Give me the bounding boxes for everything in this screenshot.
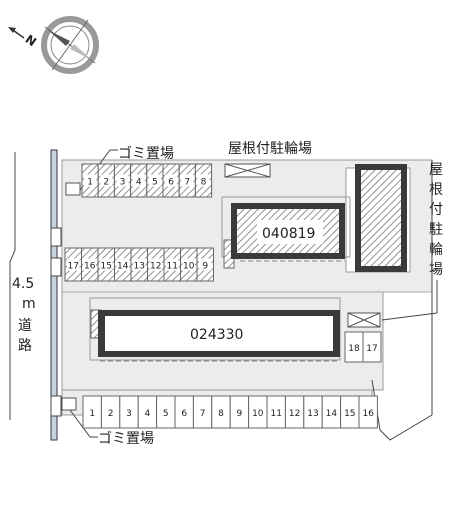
road-name-2: 路 <box>18 338 32 354</box>
parking-middle-number: 9 <box>202 262 208 272</box>
garbage-top-label: ゴミ置場 <box>118 145 174 162</box>
north-label: N <box>23 32 39 49</box>
parking-side-number: 18 <box>348 344 360 354</box>
bike-parking-right-label: 屋 根 付 駐 輪 場 <box>381 162 443 321</box>
parking-bottom-number: 2 <box>108 409 114 419</box>
parking-middle-number: 11 <box>167 262 178 272</box>
parking-bottom-number: 6 <box>181 409 187 419</box>
parking-middle-number: 14 <box>117 262 129 272</box>
parking-middle-number: 13 <box>134 262 145 272</box>
parking-top-label-bg <box>197 174 210 187</box>
parking-middle-label-bg <box>133 258 146 271</box>
parking-top-label-bg <box>116 174 129 187</box>
parking-top-number: 3 <box>120 178 126 188</box>
road-unit: m <box>22 296 36 312</box>
building-040819: 040819 <box>221 196 351 269</box>
site-boundary-wall <box>50 149 62 441</box>
parking-top-number: 2 <box>103 178 109 188</box>
parking-top-number: 8 <box>201 178 207 188</box>
bike-right-char-2: 根 <box>429 182 443 198</box>
parking-side-space <box>362 331 382 363</box>
parking-middle-number: 12 <box>150 262 161 272</box>
parking-bottom-number: 13 <box>307 409 318 419</box>
parking-bottom-number: 7 <box>200 409 206 419</box>
bike-right-char-6: 場 <box>429 262 443 278</box>
parking-bottom-number: 12 <box>289 409 300 419</box>
parking-middle-label-bg <box>116 258 129 271</box>
parking-bottom-number: 16 <box>362 409 374 419</box>
parking-bottom-number: 8 <box>218 409 224 419</box>
parking-top-label-bg <box>100 174 113 187</box>
parking-top-label-bg <box>84 174 97 187</box>
parking-bottom-number: 9 <box>237 409 243 419</box>
parking-middle-number: 10 <box>183 262 195 272</box>
parking-bottom-number: 5 <box>163 409 169 419</box>
bike-right-char-5: 輪 <box>429 241 443 258</box>
parking-bottom-number: 14 <box>326 409 338 419</box>
garbage-area-bottom: ゴミ置場 <box>61 397 154 447</box>
parking-middle-label-bg <box>149 258 162 271</box>
parking-top-number: 4 <box>136 178 142 188</box>
parking-top-label-bg <box>181 174 194 187</box>
parking-bottom-number: 1 <box>89 409 95 419</box>
parking-row-middle: 17 16 15 14 13 12 11 10 9 <box>64 247 214 282</box>
road-width: 4.5 <box>12 276 34 292</box>
building-040819-label: 040819 <box>262 226 315 242</box>
parking-middle-label-bg <box>83 258 96 271</box>
parking-top-label-bg <box>165 174 178 187</box>
bike-rack-side <box>347 312 381 328</box>
parking-top-label-bg <box>132 174 145 187</box>
building-024330: 024330 <box>89 297 341 362</box>
parking-bottom-number: 4 <box>145 409 151 419</box>
parking-middle-number: 17 <box>68 262 79 272</box>
garbage-bottom-label: ゴミ置場 <box>98 430 154 447</box>
parking-middle-label-bg <box>166 258 179 271</box>
parking-bottom-number: 10 <box>252 409 264 419</box>
parking-top-number: 7 <box>184 178 190 188</box>
parking-bottom-number: 15 <box>344 409 355 419</box>
road-name-1: 道 <box>18 318 32 334</box>
parking-middle-number: 16 <box>84 262 96 272</box>
parking-top-number: 6 <box>168 178 174 188</box>
bike-right-char-1: 屋 <box>429 162 443 178</box>
parking-bottom-number: 11 <box>270 409 281 419</box>
bike-top-label: 屋根付駐輪場 <box>228 140 312 157</box>
compass-rose-icon: N <box>8 16 99 74</box>
parking-middle-label-bg <box>182 258 195 271</box>
building-right-annex <box>345 164 411 273</box>
parking-top-number: 1 <box>87 178 93 188</box>
parking-middle-label-bg <box>100 258 113 271</box>
bike-right-char-3: 付 <box>429 202 443 218</box>
parking-middle-label-bg <box>199 258 212 271</box>
parking-bottom-number: 3 <box>126 409 132 419</box>
parking-middle-label-bg <box>67 258 80 271</box>
parking-side-number: 17 <box>366 344 377 354</box>
parking-bottom-space <box>358 395 378 429</box>
parking-top-number: 5 <box>152 178 158 188</box>
parking-middle-number: 15 <box>101 262 112 272</box>
bike-parking-top: 屋根付駐輪場 <box>224 140 312 178</box>
parking-top-label-bg <box>148 174 161 187</box>
building-024330-label: 024330 <box>190 327 243 343</box>
road: 4.5 m 道 路 <box>9 152 36 420</box>
bike-right-char-4: 駐 <box>429 222 443 238</box>
